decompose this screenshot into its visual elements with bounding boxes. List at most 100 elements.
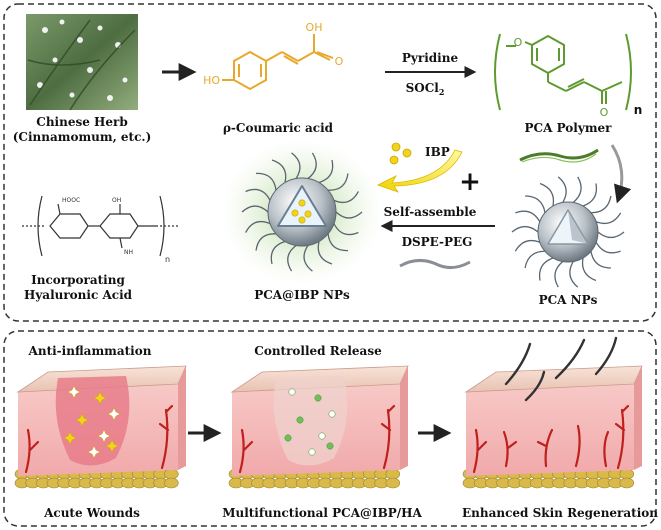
- peg-chain: [514, 239, 541, 252]
- peg-chain: [318, 159, 334, 184]
- polymer-label: PCA Polymer: [525, 121, 613, 135]
- peg-chain: [582, 183, 598, 207]
- peg-chain: [525, 195, 546, 213]
- ibp-label: IBP: [425, 145, 450, 159]
- skin-regeneration: [462, 336, 643, 489]
- pca-ibp-np-label: PCA@IBP NPs: [254, 288, 350, 302]
- coumaric-structure: [222, 34, 334, 91]
- ha-structure: [22, 195, 180, 257]
- ha-nh: NH: [124, 249, 133, 256]
- coumaric-label: ρ-Coumaric acid: [223, 121, 334, 135]
- dermis-layer: [466, 384, 634, 476]
- peg-chain: [572, 176, 582, 203]
- coumaric-o: O: [335, 55, 344, 68]
- peg-chain: [335, 211, 363, 219]
- hair-follicles: [504, 336, 618, 402]
- peg-chain: [333, 223, 359, 236]
- peg-chain: [333, 191, 359, 204]
- peg-chain: [569, 261, 579, 288]
- peg-chain: [515, 210, 541, 223]
- pca-ibp-nanoparticle: [222, 140, 382, 284]
- peg-chain: [590, 195, 612, 214]
- peg-chain: [595, 212, 622, 225]
- top-panel-border: [3, 3, 657, 322]
- peg-chain: [524, 250, 546, 269]
- inflammation-mark: [67, 385, 81, 399]
- ibp-particles: [389, 142, 412, 165]
- peg-chain: [241, 205, 269, 213]
- peg-chain: [256, 172, 277, 191]
- peg-chain: [270, 240, 286, 265]
- release-particle: [308, 448, 316, 456]
- stage2-title: Controlled Release: [254, 344, 382, 358]
- inflammation-mark: [97, 429, 111, 443]
- dspe-peg-strand: [399, 259, 471, 269]
- polymer-n: n: [634, 103, 643, 117]
- ha-n: n: [165, 255, 170, 264]
- peg-chain: [328, 173, 349, 191]
- inflammation-mark: [63, 431, 77, 445]
- peg-chain: [538, 257, 554, 281]
- pca-nanoparticle: [511, 176, 625, 288]
- polymer-strand: [519, 148, 599, 162]
- self-assemble-label: Self-assemble: [384, 205, 477, 219]
- polymer-structure: [494, 33, 632, 111]
- inflammation-mark: [87, 445, 101, 459]
- polymer-o-right: O: [600, 106, 609, 119]
- skin-side: [178, 366, 186, 470]
- ha-label-line1: Incorporating: [31, 273, 125, 287]
- peg-chain: [255, 233, 276, 251]
- inflammation-mark: [107, 407, 121, 421]
- plus-sign: +: [459, 167, 481, 197]
- peg-chain: [271, 159, 287, 183]
- peg-chain: [539, 182, 555, 207]
- stage1-label: Acute Wounds: [43, 506, 140, 520]
- peg-chain: [303, 245, 313, 272]
- ha-oh: OH: [112, 197, 121, 204]
- ibp-yellow-arrow: [376, 149, 463, 193]
- release-particle: [288, 388, 296, 396]
- release-particle: [284, 434, 292, 442]
- dspe-peg-label: DSPE-PEG: [402, 235, 473, 249]
- coumaric-oh-left: HO: [203, 74, 220, 87]
- peg-chain: [287, 244, 297, 272]
- skin-acute-wound: [14, 365, 187, 489]
- blood-vessels: [238, 404, 396, 474]
- coumaric-oh-right: OH: [306, 21, 323, 34]
- release-particle: [328, 410, 336, 418]
- release-particle: [318, 432, 326, 440]
- bottom-panel-border: [3, 330, 657, 527]
- peg-chain: [554, 261, 564, 288]
- peg-chain: [245, 188, 271, 201]
- stage2-label: Multifunctional PCA@IBP/HA: [222, 506, 422, 520]
- peg-chain: [245, 220, 271, 233]
- reaction-pyridine: Pyridine: [402, 51, 459, 65]
- blood-vessels: [24, 404, 174, 474]
- skin-side: [400, 366, 408, 470]
- peg-chain: [597, 231, 625, 239]
- herb-label-line2: (Cinnamomum, etc.): [13, 130, 152, 144]
- peg-chain: [557, 176, 567, 203]
- release-particle: [326, 442, 334, 450]
- peg-chain: [327, 233, 348, 252]
- peg-chain: [307, 152, 317, 180]
- polymer-o-left: O: [514, 36, 523, 49]
- ha-label-line2: Hyaluronic Acid: [24, 288, 133, 302]
- inflammation-mark: [93, 391, 107, 405]
- peg-chain: [581, 257, 597, 282]
- inflammation-mark: [75, 413, 89, 427]
- peg-chain: [317, 241, 333, 265]
- blood-vessels: [472, 404, 630, 474]
- stage3-label: Enhanced Skin Regeneration: [462, 506, 658, 520]
- peg-chain: [511, 225, 539, 233]
- herb-label-line1: Chinese Herb: [36, 115, 127, 129]
- pca-np-label: PCA NPs: [539, 293, 598, 307]
- inflammation-mark: [105, 439, 119, 453]
- ha-cooh: HOOC: [62, 197, 80, 204]
- peg-chain: [595, 241, 621, 254]
- stage1-title: Anti-inflammation: [28, 344, 152, 358]
- skin-controlled-release: [228, 365, 409, 489]
- herb-photo: [26, 14, 138, 111]
